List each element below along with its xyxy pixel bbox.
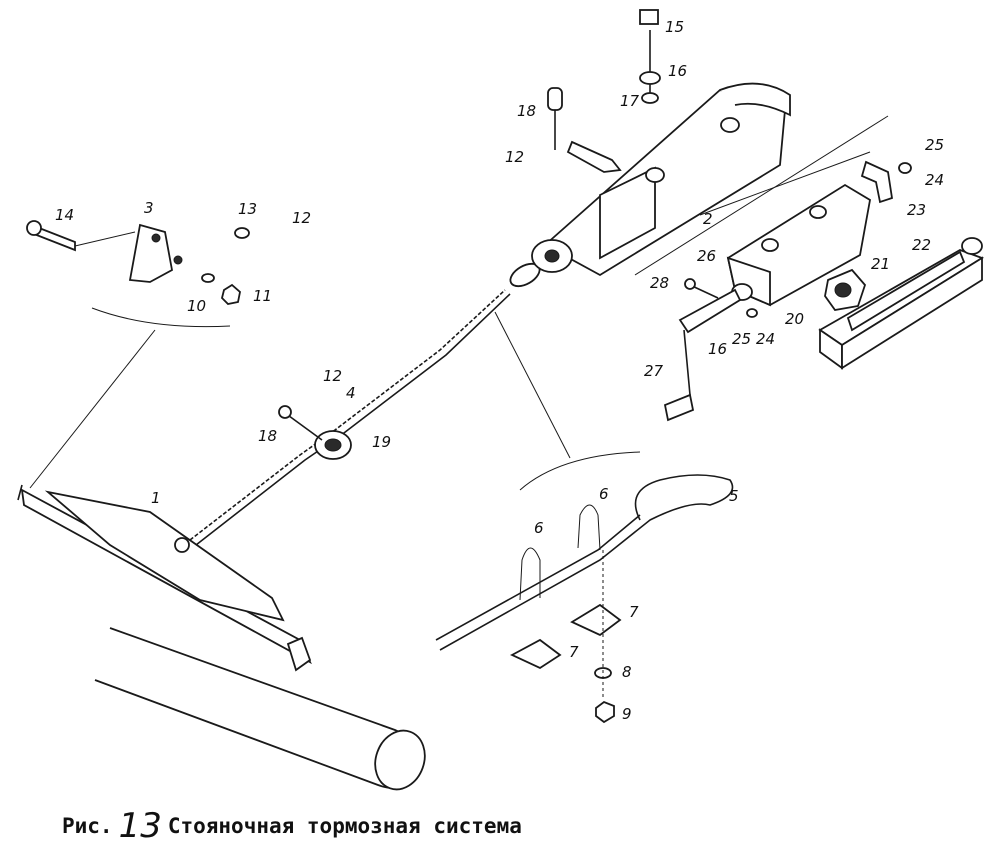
label-14: 14 <box>55 206 74 224</box>
label-11: 11 <box>253 287 272 305</box>
label-24b: 24 <box>756 330 775 348</box>
label-7b: 7 <box>569 643 579 661</box>
label-21: 21 <box>871 255 890 273</box>
label-22: 22 <box>912 236 931 254</box>
part-labels: 1 2 3 4 5 6 6 7 7 8 9 10 11 12 12 12 13 … <box>55 18 944 723</box>
pulley-part-19 <box>278 405 352 460</box>
label-27: 27 <box>644 362 664 380</box>
label-3: 3 <box>144 199 154 217</box>
axle-tube <box>94 627 426 791</box>
label-23: 23 <box>907 201 926 219</box>
label-17: 17 <box>620 92 640 110</box>
label-4: 4 <box>346 384 356 402</box>
callout-lines <box>29 115 889 491</box>
caption-title: Стояночная тормозная система <box>167 814 522 838</box>
frame-part-22 <box>746 160 985 370</box>
label-16b: 16 <box>708 340 727 358</box>
label-13: 13 <box>238 200 257 218</box>
label-24a: 24 <box>925 171 944 189</box>
label-16a: 16 <box>668 62 687 80</box>
label-6b: 6 <box>599 485 609 503</box>
label-7a: 7 <box>629 603 639 621</box>
cable-part-5 <box>435 474 734 724</box>
label-28: 28 <box>650 274 669 292</box>
label-25b: 25 <box>732 330 751 348</box>
label-10: 10 <box>187 297 206 315</box>
label-19: 19 <box>372 433 391 451</box>
crank-assembly-part-20 <box>663 183 871 422</box>
label-5: 5 <box>729 487 739 505</box>
handle-housing-part-2 <box>531 9 791 277</box>
label-15: 15 <box>665 18 684 36</box>
label-6a: 6 <box>534 519 544 537</box>
label-12c: 12 <box>505 148 524 166</box>
label-8: 8 <box>622 663 632 681</box>
lever-part-1 <box>17 484 312 672</box>
label-26: 26 <box>697 247 716 265</box>
caption-number: 13 <box>118 806 162 846</box>
label-2: 2 <box>703 210 713 228</box>
label-18a: 18 <box>517 102 536 120</box>
label-12b: 12 <box>323 367 342 385</box>
label-20: 20 <box>785 310 804 328</box>
label-18b: 18 <box>258 427 277 445</box>
label-25a: 25 <box>925 136 944 154</box>
cable-part-4 <box>189 262 541 546</box>
label-9: 9 <box>622 705 632 723</box>
label-1: 1 <box>151 489 161 507</box>
label-12a: 12 <box>292 209 311 227</box>
bracket-part-3 <box>26 220 250 305</box>
caption-prefix: Рис. <box>62 814 113 838</box>
